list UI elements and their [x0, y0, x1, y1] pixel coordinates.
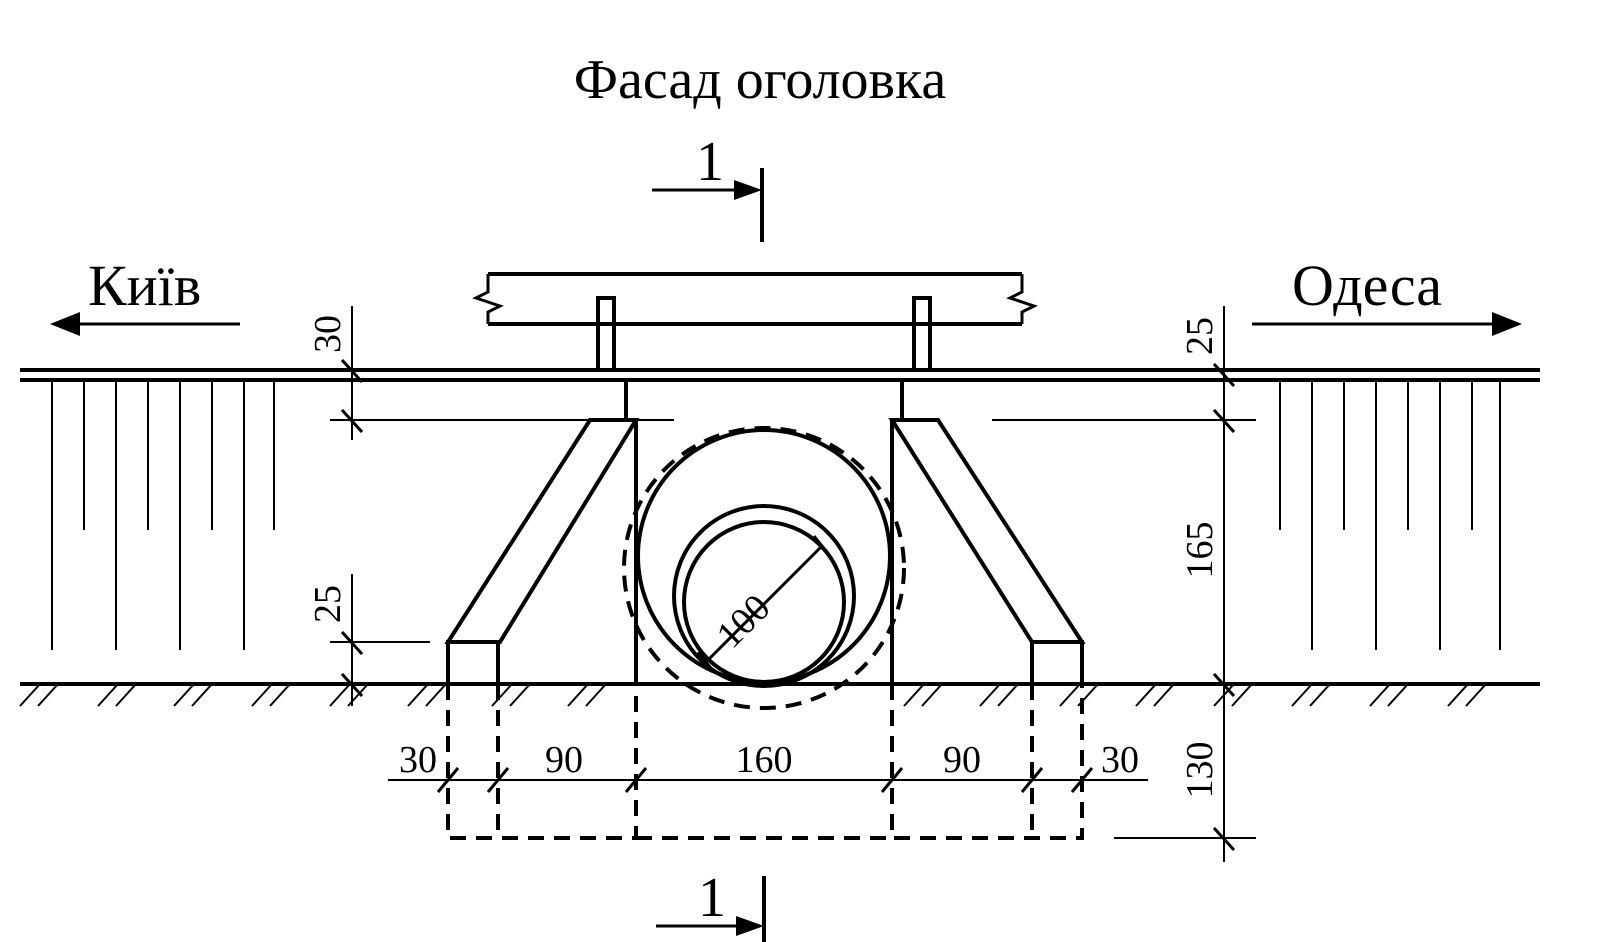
- culvert-pipe: 100: [622, 426, 906, 710]
- dimension-footing-right: 30: [1101, 739, 1139, 781]
- guard-rail-post-right: [912, 296, 932, 372]
- wing-wall-left: [444, 418, 640, 644]
- foundation-outline: [446, 684, 1084, 840]
- direction-right-label: Одеса: [1292, 253, 1442, 318]
- embankment-hatching-left: [51, 380, 275, 650]
- dimension-wing-right: 90: [943, 739, 981, 781]
- direction-left-label: Київ: [88, 253, 201, 318]
- section-mark-bottom: 1: [656, 867, 766, 942]
- guard-rail-post-left: [596, 296, 616, 372]
- drawing-title: Фасад оголовка: [574, 49, 947, 111]
- dimension-culvert-height: 165: [1179, 522, 1221, 579]
- wing-wall-right: [888, 418, 1086, 644]
- dimension-foundation-depth: 130: [1179, 742, 1221, 799]
- dimension-footing-left: 30: [399, 739, 437, 781]
- headwall: [444, 380, 1086, 686]
- pipe-trench-outline: [622, 426, 906, 710]
- dimension-wing-foot-height: 25: [307, 585, 349, 623]
- direction-right-arrow: Одеса: [1252, 253, 1522, 336]
- section-mark-top: 1: [652, 131, 764, 242]
- pipe-diameter-label: 100: [709, 587, 779, 657]
- dimension-fill-right: 25: [1179, 317, 1221, 355]
- dimension-fill-left: 30: [307, 315, 349, 353]
- direction-left-arrow: Київ: [50, 253, 240, 336]
- ground-line: [19, 682, 1540, 707]
- pipe-outer-ring: [636, 428, 892, 684]
- dimension-right-vertical: 25 165 130: [992, 306, 1256, 862]
- wing-footing-right: [1030, 640, 1084, 686]
- pipe-wall-outer: [672, 504, 856, 688]
- section-mark-bottom-label: 1: [698, 867, 726, 929]
- dimension-opening: 160: [736, 739, 793, 781]
- guard-rail: [472, 272, 1038, 372]
- dimension-horizontal-chain: 30 90 160 90 30: [388, 739, 1148, 793]
- dimension-left-vertical: 30 25: [307, 306, 674, 706]
- section-mark-top-label: 1: [696, 131, 724, 193]
- embankment-hatching-right: [1279, 380, 1501, 650]
- wing-footing-left: [446, 640, 500, 686]
- road-surface: [20, 368, 1540, 382]
- dimension-wing-left: 90: [545, 739, 583, 781]
